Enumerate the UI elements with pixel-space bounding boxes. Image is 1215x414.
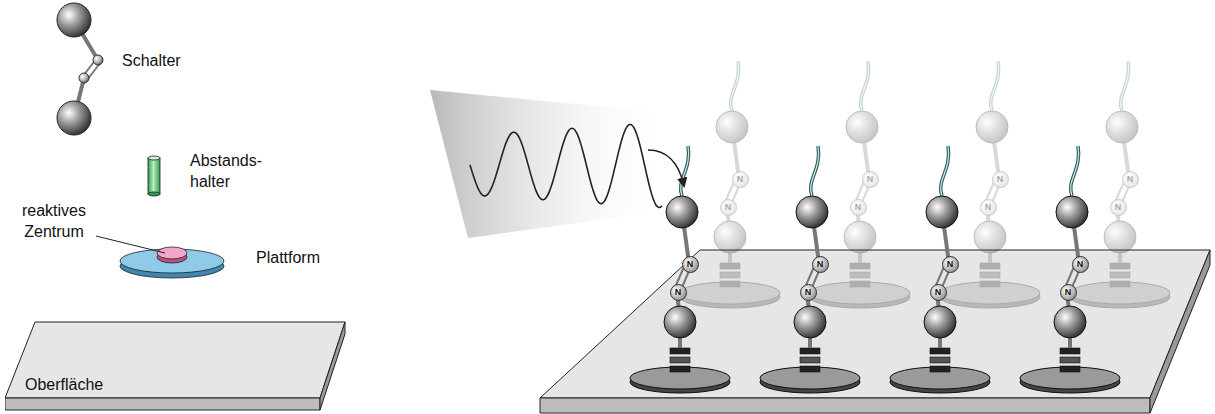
spacer-cylinder [148, 156, 160, 196]
platform-disc [120, 247, 224, 278]
nitrogen-atom: N [862, 171, 879, 188]
atom-symbol: N [1077, 260, 1084, 269]
atom-symbol: N [1127, 175, 1134, 184]
molecule [680, 61, 780, 308]
part-label: Schalter [122, 50, 212, 71]
atom-symbol: N [867, 175, 874, 184]
atom-symbol: N [855, 203, 862, 212]
nitrogen-atom: N [670, 284, 687, 301]
surface-box: Oberfläche [5, 320, 350, 412]
nitrogen-atom: N [850, 199, 867, 216]
atom-symbol: N [687, 260, 694, 269]
atom-symbol: N [1115, 203, 1122, 212]
atom-symbol: N [737, 175, 744, 184]
atom-symbol: N [935, 288, 942, 297]
nitrogen-atom: N [682, 256, 699, 273]
leader-line [96, 236, 165, 253]
nitrogen-atom: N [992, 171, 1009, 188]
part-label: reaktives Zentrum [6, 200, 102, 242]
atom-symbol: N [1065, 288, 1072, 297]
molecule [1070, 61, 1170, 308]
nitrogen-atom: N [942, 256, 959, 273]
atom-symbol: N [947, 260, 954, 269]
molecule [890, 146, 990, 393]
atom-symbol: N [817, 260, 824, 269]
atom-symbol: N [805, 288, 812, 297]
nitrogen-atom: N [980, 199, 997, 216]
nitrogen-atom: N [720, 199, 737, 216]
switched-molecules [680, 61, 1170, 308]
molecule [1020, 146, 1120, 393]
part-label: Plattform [256, 247, 356, 268]
atom-symbol: N [675, 288, 682, 297]
nitrogen-atom: N [1060, 284, 1077, 301]
molecule [810, 61, 910, 308]
molecule [940, 61, 1040, 308]
surface-slab [5, 320, 350, 412]
nitrogen-atom: N [732, 171, 749, 188]
atom-symbol: N [985, 203, 992, 212]
nitrogen-atom: N [1122, 171, 1139, 188]
nitrogen-atom: N [800, 284, 817, 301]
switch-molecule [57, 3, 103, 135]
molecules [630, 146, 1120, 393]
light-wave [430, 90, 684, 238]
part-label: Abstands- halter [190, 150, 278, 192]
nitrogen-atom: N [1110, 199, 1127, 216]
nitrogen-atom: N [1072, 256, 1089, 273]
surface-slab [540, 250, 1210, 413]
molecule [760, 146, 860, 393]
atom-symbol: N [725, 203, 732, 212]
atom-symbol: N [997, 175, 1004, 184]
surface-label: Oberfläche [25, 376, 103, 394]
nitrogen-atom: N [930, 284, 947, 301]
nitrogen-atom: N [812, 256, 829, 273]
